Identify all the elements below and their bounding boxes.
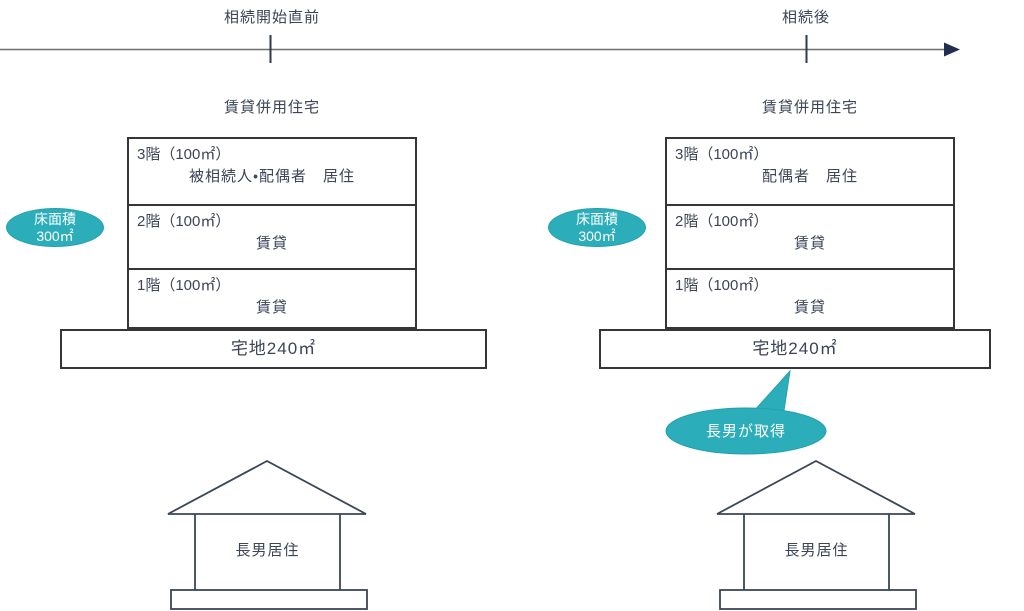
left-house-base bbox=[170, 589, 368, 610]
right-floor-area-line2: 300㎡ bbox=[578, 227, 616, 244]
right-floor-1: 1階（100㎡） 賃貸 bbox=[667, 268, 953, 327]
right-floor-2-occupant: 賃貸 bbox=[793, 235, 826, 252]
left-floor-1-occupant: 賃貸 bbox=[255, 299, 288, 316]
left-house-icon bbox=[167, 459, 368, 610]
left-floor-3: 3階（100㎡） 被相続人・配偶者 居住 bbox=[129, 139, 415, 204]
right-floor-3-label: 3階（100㎡） bbox=[675, 146, 769, 163]
right-floor-area-badge: 床面積 300㎡ bbox=[548, 208, 646, 247]
left-building-title: 賃貸併用住宅 bbox=[223, 99, 320, 116]
callout-ellipse bbox=[665, 407, 827, 455]
right-house-roof bbox=[716, 459, 916, 515]
left-floor-3-label: 3階（100㎡） bbox=[137, 146, 231, 163]
right-floor-3: 3階（100㎡） 配偶者 居住 bbox=[667, 139, 953, 204]
right-land-box: 宅地240㎡ bbox=[599, 329, 991, 369]
right-building-title: 賃貸併用住宅 bbox=[761, 99, 858, 116]
right-floor-1-occupant: 賃貸 bbox=[793, 299, 826, 316]
left-floor-area-line1: 床面積 bbox=[34, 210, 76, 227]
left-floor-1: 1階（100㎡） 賃貸 bbox=[129, 268, 415, 327]
right-building: 3階（100㎡） 配偶者 居住 2階（100㎡） 賃貸 1階（100㎡） 賃貸 bbox=[665, 137, 955, 329]
left-house-roof bbox=[167, 459, 367, 515]
callout-bubble bbox=[665, 369, 827, 455]
right-floor-2: 2階（100㎡） 賃貸 bbox=[667, 204, 953, 268]
left-floor-area-line2: 300㎡ bbox=[36, 227, 74, 244]
left-floor-1-label: 1階（100㎡） bbox=[137, 277, 231, 294]
arrowhead-icon bbox=[944, 42, 960, 57]
timeline-label-before: 相続開始直前 bbox=[223, 9, 320, 26]
right-house-base bbox=[719, 589, 917, 610]
left-floor-2-occupant: 賃貸 bbox=[255, 235, 288, 252]
timeline-axis bbox=[0, 35, 960, 63]
right-house-label: 長男居住 bbox=[784, 542, 849, 559]
left-floor-area-badge: 床面積 300㎡ bbox=[6, 208, 104, 247]
right-house-icon bbox=[716, 459, 917, 610]
left-floor-3-occupant: 被相続人・配偶者 居住 bbox=[188, 168, 356, 185]
callout-label: 長男が取得 bbox=[705, 423, 786, 440]
left-land-box: 宅地240㎡ bbox=[60, 329, 487, 369]
left-floor-2: 2階（100㎡） 賃貸 bbox=[129, 204, 415, 268]
left-house-label: 長男居住 bbox=[235, 542, 300, 559]
left-building: 3階（100㎡） 被相続人・配偶者 居住 2階（100㎡） 賃貸 1階（100㎡… bbox=[127, 137, 417, 329]
right-floor-3-occupant: 配偶者 居住 bbox=[761, 168, 858, 185]
right-floor-2-label: 2階（100㎡） bbox=[675, 213, 769, 230]
right-floor-area-line1: 床面積 bbox=[576, 210, 618, 227]
timeline-label-after: 相続後 bbox=[781, 9, 830, 26]
right-floor-1-label: 1階（100㎡） bbox=[675, 277, 769, 294]
left-floor-2-label: 2階（100㎡） bbox=[137, 213, 231, 230]
